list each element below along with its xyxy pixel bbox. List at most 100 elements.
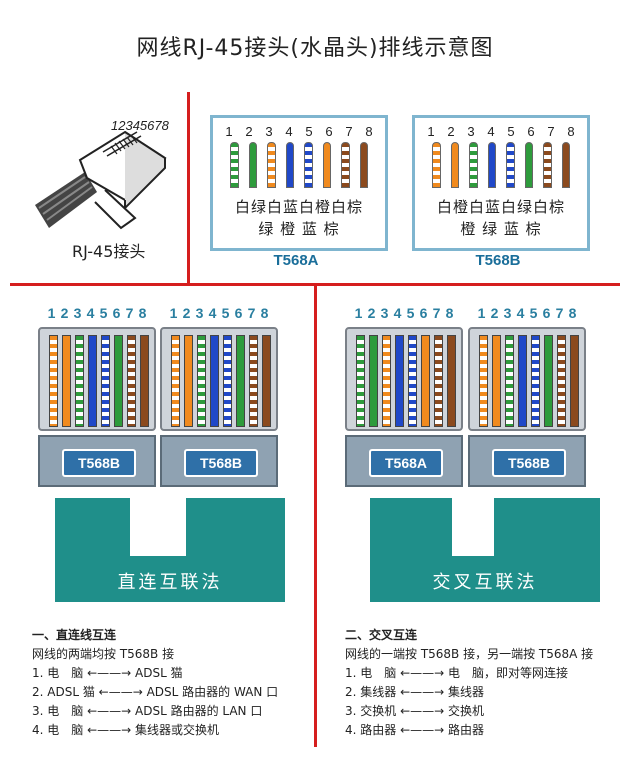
plug-label: RJ-45接头 xyxy=(72,242,146,261)
notes-item: 3. 交换机 ←——→ 交换机 xyxy=(345,704,485,718)
connector-wire xyxy=(434,335,443,427)
connector-pin-number: 4 xyxy=(393,305,402,321)
wire xyxy=(450,142,459,188)
connector-body xyxy=(38,327,156,431)
connector-pin-number: 7 xyxy=(125,305,134,321)
notes-item: 3. 电 脑 ←——→ ADSL 路由器的 LAN 口 xyxy=(32,704,263,718)
wire xyxy=(524,142,533,188)
notes-heading: 二、交叉互连 xyxy=(345,628,418,642)
connector-base: T568B xyxy=(468,435,586,487)
connector-pin-number: 4 xyxy=(208,305,217,321)
notes-list: 1. 电 脑 ←——→ ADSL 猫 2. ADSL 猫 ←——→ ADSL 路由… xyxy=(32,664,312,740)
connector-standard-label: T568B xyxy=(492,449,566,477)
connector-wire xyxy=(356,335,365,427)
t568b-color-row2: 橙 绿 蓝 棕 xyxy=(460,220,542,238)
t568a-label: T568A xyxy=(273,252,319,269)
pin-number: 6 xyxy=(527,124,535,139)
pin-number: 7 xyxy=(547,124,555,139)
connector-base: T568B xyxy=(160,435,278,487)
notes-item: 4. 路由器 ←——→ 路由器 xyxy=(345,723,485,737)
rj45-plug-icon xyxy=(35,130,167,230)
connector-base: T568A xyxy=(345,435,463,487)
pin-number: 1 xyxy=(427,124,435,139)
connector-wire xyxy=(395,335,404,427)
connector-pin-number: 2 xyxy=(490,305,499,321)
connector-pin-number: 8 xyxy=(260,305,269,321)
connector-pin-number: 7 xyxy=(432,305,441,321)
connector-pin-number: 1 xyxy=(169,305,178,321)
wire xyxy=(304,142,313,188)
connector-standard-label: T568B xyxy=(62,449,136,477)
connector-pin-number: 1 xyxy=(477,305,486,321)
connector-pin-number: 3 xyxy=(380,305,389,321)
connector-pin-number: 5 xyxy=(529,305,538,321)
connector-pin-number: 5 xyxy=(406,305,415,321)
connector-pin-number: 6 xyxy=(542,305,551,321)
wire xyxy=(230,142,239,188)
notes-item: 1. 电 脑 ←——→ ADSL 猫 xyxy=(32,666,183,680)
pin-number: 2 xyxy=(447,124,455,139)
straight-cable-gap xyxy=(130,498,186,556)
connector-standard-label: T568B xyxy=(184,449,258,477)
connector-wire xyxy=(421,335,430,427)
connector-wire xyxy=(557,335,566,427)
connector-wire xyxy=(140,335,149,427)
pin-number: 1 xyxy=(225,124,233,139)
connector-body xyxy=(345,327,463,431)
connector-wire xyxy=(127,335,136,427)
pin-number: 7 xyxy=(345,124,353,139)
connector-wire xyxy=(447,335,456,427)
notes-subheading: 网线的一端按 T568B 接，另一端按 T568A 接 xyxy=(345,647,594,661)
connector-pin-number: 3 xyxy=(195,305,204,321)
connector-wire xyxy=(114,335,123,427)
connector-wire xyxy=(210,335,219,427)
connector-wire xyxy=(479,335,488,427)
wire xyxy=(341,142,350,188)
connector-wire xyxy=(518,335,527,427)
connector-pin-number: 5 xyxy=(99,305,108,321)
notes-cross: 二、交叉互连 网线的一端按 T568B 接，另一端按 T568A 接 1. 电 … xyxy=(345,626,625,740)
connector-pin-number: 1 xyxy=(47,305,56,321)
straight-cable-label: 直连互联法 xyxy=(117,572,223,593)
connector-wire xyxy=(249,335,258,427)
connector-pin-number: 7 xyxy=(247,305,256,321)
wire xyxy=(267,142,276,188)
connector-wire xyxy=(171,335,180,427)
connector-wire xyxy=(505,335,514,427)
pin-number: 8 xyxy=(567,124,575,139)
connector-pin-number: 4 xyxy=(86,305,95,321)
rj45-plug-illustration: 12345678 xyxy=(25,110,185,240)
t568b-color-row1: 白橙白蓝白绿白棕 xyxy=(436,198,565,216)
plug-pin-numbers: 12345678 xyxy=(111,118,169,133)
connector-body xyxy=(160,327,278,431)
notes-subheading: 网线的两端均按 T568B 接 xyxy=(32,647,175,661)
wire xyxy=(506,142,515,188)
connector-wire xyxy=(570,335,579,427)
connector-pin-number: 6 xyxy=(112,305,121,321)
connector-pin-number: 8 xyxy=(138,305,147,321)
wire xyxy=(487,142,496,188)
pin-number: 4 xyxy=(487,124,495,139)
connector-wire xyxy=(223,335,232,427)
t568b-label: T568B xyxy=(475,252,521,269)
connector-wire xyxy=(88,335,97,427)
notes-item: 2. ADSL 猫 ←——→ ADSL 路由器的 WAN 口 xyxy=(32,685,279,699)
divider-horizontal xyxy=(10,283,620,286)
connector-pin-number: 8 xyxy=(445,305,454,321)
pin-number: 4 xyxy=(285,124,293,139)
wire xyxy=(432,142,441,188)
notes-item: 1. 电 脑 ←——→ 电 脑，即对等网连接 xyxy=(345,666,569,680)
connector-pin-number: 3 xyxy=(73,305,82,321)
connector-pin-number: 1 xyxy=(354,305,363,321)
connector-pin-number: 2 xyxy=(182,305,191,321)
connector-pin-number: 2 xyxy=(367,305,376,321)
connector-wire xyxy=(531,335,540,427)
connector-wire xyxy=(382,335,391,427)
connector-wire xyxy=(544,335,553,427)
divider-vertical-bottom xyxy=(314,285,317,747)
